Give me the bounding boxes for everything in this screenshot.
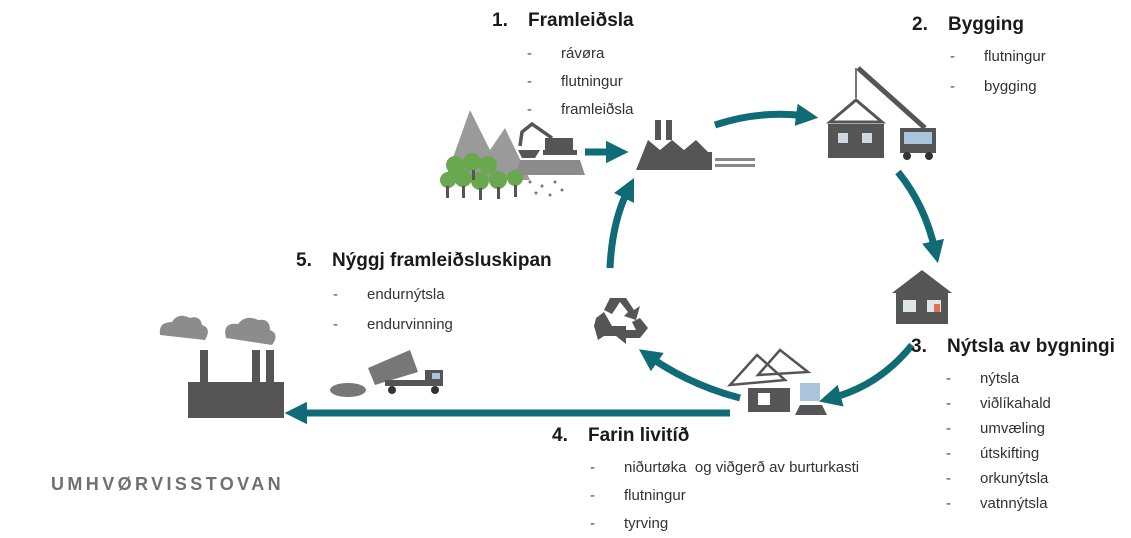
house-crane-icon [825,66,936,160]
brand-logo-text: UMHVØRVISSTOVAN [51,474,285,494]
recycle-icon [594,298,648,344]
arrow-to-house [895,169,944,264]
stage-4-items: - niðurtøka og viðgerð av burturkasti - fl… [590,454,859,538]
stage-1-title: Framleiðsla [528,10,634,31]
item-text: rávøra [561,45,605,62]
bullet: - [946,470,951,487]
item-text: flutningur [984,48,1046,65]
list-item: - nýtsla [946,366,1051,391]
stage-4-heading: 4. Farin livitíð [552,425,689,447]
bullet: - [590,459,595,476]
stage-1-number: 1. [492,10,508,31]
list-item: - orkunýtsla [946,466,1051,491]
bullet: - [946,420,951,437]
list-item: - rávøra [527,40,634,68]
bullet: - [527,45,532,62]
item-text: bygging [984,78,1037,95]
house-in-use-icon [892,270,952,324]
list-item: - tyrving [590,510,859,538]
list-item: - útskifting [946,441,1051,466]
bullet: - [333,316,338,333]
bullet: - [946,395,951,412]
list-item: - flutningur [950,42,1046,72]
item-text: útskifting [980,445,1040,462]
stage-3-heading: 3. Nýtsla av bygningi [911,336,1115,358]
dump-truck-landfill-icon [330,350,443,397]
list-item: - bygging [950,72,1046,102]
item-text: tyrving [624,515,669,532]
item-text: viðlíkahald [980,395,1051,412]
list-item: - endurvinning [333,310,453,340]
stage-3-title: Nýtsla av bygningi [947,336,1115,357]
mountains-trees-excavator-icon [440,110,585,200]
stage-1-items: - rávøra - flutningur - framleiðsla [527,40,634,124]
bullet: - [590,487,595,504]
item-text: framleiðsla [561,101,634,118]
item-text: orkunýtsla [980,470,1049,487]
bullet: - [333,286,338,303]
list-item: - viðlíkahald [946,391,1051,416]
stage-5-items: - endurnýtsla - endurvinning [333,280,453,340]
stage-3-items: - nýtsla - viðlíkahald - umvæling - útskifti… [946,366,1051,516]
stage-3-number: 3. [911,336,927,357]
item-text: niðurtøka og viðgerð av burturkasti [624,459,860,476]
bullet: - [590,515,595,532]
arrow-recycle-to-factory [606,177,635,269]
item-text: flutningur [561,73,623,90]
stage-4-title: Farin livitíð [588,425,690,446]
list-item: - niðurtøka og viðgerð av burturkasti [590,454,859,482]
item-text: endurnýtsla [367,286,445,303]
item-text: flutningur [624,487,686,504]
list-item: - vatnnýtsla [946,491,1051,516]
stage-2-number: 2. [912,14,928,35]
stage-2-title: Bygging [948,14,1024,35]
stage-4-number: 4. [552,425,568,446]
list-item: - flutningur [590,482,859,510]
item-text: umvæling [980,420,1046,437]
list-item: - endurnýtsla [333,280,453,310]
list-item: - framleiðsla [527,96,634,124]
stage-1-heading: 1. Framleiðsla [492,10,634,32]
bullet: - [527,73,532,90]
list-item: - umvæling [946,416,1051,441]
stage-5-title: Nýggj framleiðsluskipan [332,250,552,271]
bullet: - [527,101,532,118]
arrow-to-demolition [819,342,915,407]
stage-2-heading: 2. Bygging [912,14,1024,36]
stage-5-heading: 5. Nýggj framleiðsluskipan [296,250,552,272]
bullet: - [946,370,951,387]
bullet: - [946,495,951,512]
list-item: - flutningur [527,68,634,96]
item-text: endurvinning [367,316,453,333]
factory-conveyor-icon [636,120,755,170]
bullet: - [946,445,951,462]
arrow-to-recycle [638,349,741,402]
polluting-factory-icon [159,315,284,418]
bullet: - [950,78,955,95]
stage-2-items: - flutningur - bygging [950,42,1046,102]
demolition-roof-trusses-icon [726,348,827,415]
item-text: nýtsla [980,370,1020,387]
bullet: - [950,48,955,65]
item-text: vatnnýtsla [980,495,1048,512]
arrow-to-construction [713,103,819,129]
stage-5-number: 5. [296,250,312,271]
